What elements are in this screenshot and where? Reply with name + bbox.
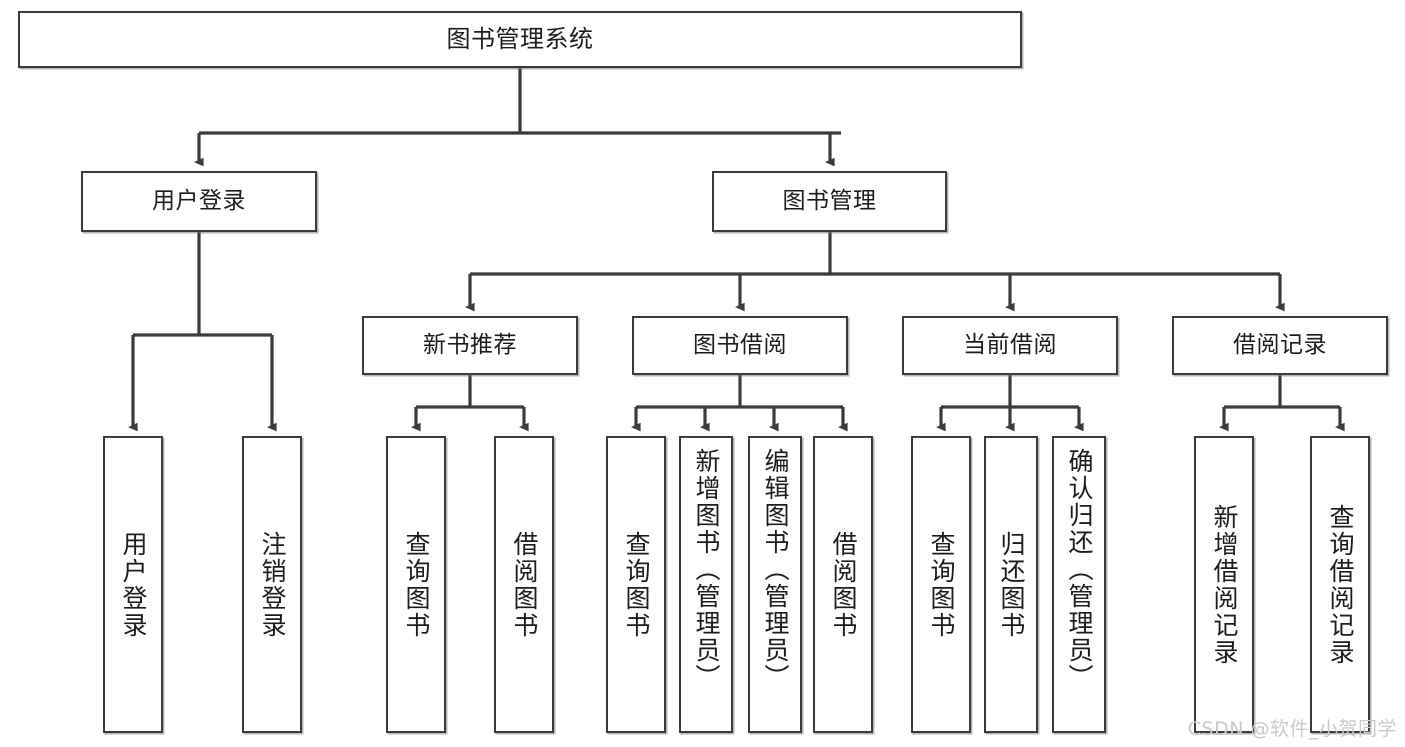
- node-label: 查询图书: [402, 530, 431, 639]
- node-label: 新增借阅记录: [1210, 503, 1239, 666]
- leaf-query-book-newbook[interactable]: 查询图书: [386, 436, 446, 733]
- node-label: 新书推荐: [423, 331, 517, 358]
- leaf-query-book-borrow[interactable]: 查询图书: [606, 436, 666, 733]
- leaf-edit-book-admin[interactable]: 编辑图书（管理员）: [748, 436, 802, 733]
- node-user-login[interactable]: 用户登录: [81, 171, 317, 232]
- leaf-add-book-admin[interactable]: 新增图书（管理员）: [679, 436, 733, 733]
- node-label: 当前借阅: [963, 331, 1057, 358]
- node-label: 编辑图书（管理员）: [761, 448, 790, 691]
- leaf-add-borrow-record[interactable]: 新增借阅记录: [1194, 436, 1254, 733]
- node-current-borrowing[interactable]: 当前借阅: [902, 316, 1118, 375]
- csdn-watermark: CSDN @软件_小贺同学: [1187, 718, 1397, 740]
- node-label: 图书借阅: [693, 331, 787, 358]
- node-label: 查询借阅记录: [1326, 503, 1355, 666]
- node-new-book-recommendation[interactable]: 新书推荐: [362, 316, 578, 375]
- node-label: 借阅图书: [510, 530, 539, 639]
- node-label: 归还图书: [997, 530, 1026, 639]
- node-label: 图书管理: [782, 187, 877, 214]
- node-label: 查询图书: [927, 530, 956, 639]
- leaf-confirm-return-admin[interactable]: 确认归还（管理员）: [1052, 436, 1106, 733]
- node-label: 借阅图书: [829, 530, 858, 639]
- node-label: 图书管理系统: [446, 25, 594, 54]
- leaf-borrow-book-newbook[interactable]: 借阅图书: [494, 436, 554, 733]
- leaf-logout[interactable]: 注销登录: [242, 436, 302, 733]
- leaf-query-book-current[interactable]: 查询图书: [911, 436, 971, 733]
- node-label: 查询图书: [622, 530, 651, 639]
- leaf-user-login[interactable]: 用户登录: [103, 436, 163, 733]
- leaf-query-borrow-record[interactable]: 查询借阅记录: [1310, 436, 1370, 733]
- node-label: 用户登录: [119, 530, 148, 639]
- node-book-borrowing[interactable]: 图书借阅: [632, 316, 848, 375]
- node-label: 注销登录: [258, 530, 287, 639]
- node-label: 用户登录: [152, 187, 246, 214]
- node-label: 确认归还（管理员）: [1065, 448, 1094, 691]
- node-book-management[interactable]: 图书管理: [712, 171, 947, 232]
- leaf-borrow-book[interactable]: 借阅图书: [813, 436, 873, 733]
- node-root-book-management-system[interactable]: 图书管理系统: [18, 11, 1022, 68]
- node-label: 借阅记录: [1233, 331, 1327, 358]
- node-label: 新增图书（管理员）: [692, 448, 721, 691]
- node-borrowing-record[interactable]: 借阅记录: [1172, 316, 1388, 375]
- leaf-return-book[interactable]: 归还图书: [984, 436, 1038, 733]
